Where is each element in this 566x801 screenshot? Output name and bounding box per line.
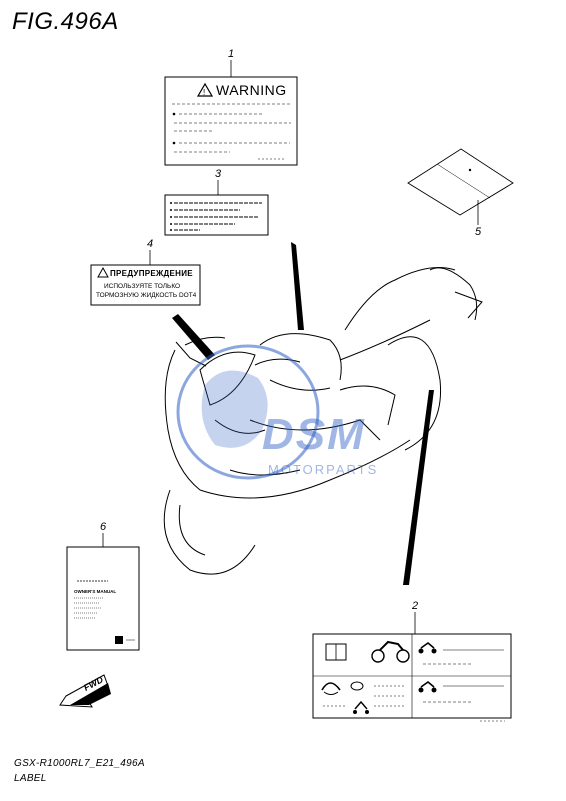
motorcycle-icon <box>418 641 437 654</box>
watermark-brand: DSM <box>262 410 366 459</box>
folded-sheet-label[interactable] <box>407 148 514 216</box>
figure-title: FIG.496A <box>12 8 119 35</box>
warning-triangle-icon: ! <box>196 82 214 97</box>
book-icon <box>115 636 123 644</box>
motorcycle-icon <box>371 640 410 663</box>
leader-wedge-4 <box>172 314 215 360</box>
owners-manual-caption: OWNER'S MANUAL <box>74 589 117 594</box>
svg-text:!: ! <box>203 88 205 97</box>
warning-label[interactable]: ! <box>164 76 298 166</box>
section-label: LABEL <box>14 773 47 784</box>
callout-1: 1 <box>228 48 235 60</box>
warning-heading: WARNING <box>216 82 287 98</box>
motorcycle-outline <box>163 267 483 575</box>
pictogram-label[interactable] <box>312 633 512 722</box>
callout-2: 2 <box>412 600 419 612</box>
motorcycle-icon <box>353 700 369 714</box>
label-3[interactable] <box>164 194 269 236</box>
russian-line-2: ТОРМОЗНУЮ ЖИДКОСТЬ DOT4 <box>96 292 197 299</box>
model-code: GSX-R1000RL7_E21_496A <box>14 758 145 769</box>
watermark-subtitle: MOTORPARTS <box>268 462 379 477</box>
russian-line-1: ИСПОЛЬЗУЯТЕ ТОЛЬКО <box>104 283 181 290</box>
callout-4: 4 <box>147 238 154 250</box>
gloves-icon <box>350 681 364 691</box>
fwd-arrow-icon <box>59 674 111 708</box>
helmet-icon <box>321 682 341 695</box>
callout-6: 6 <box>100 521 107 533</box>
callout-3: 3 <box>215 168 222 180</box>
owners-manual-booklet[interactable] <box>66 546 140 651</box>
callout-5: 5 <box>475 226 482 238</box>
russian-heading: ПРЕДУПРЕЖДЕНИЕ <box>110 269 193 278</box>
watermark-logo <box>176 344 320 480</box>
russian-brake-label[interactable] <box>90 264 201 306</box>
warning-triangle-icon <box>97 266 109 278</box>
book-icon <box>325 643 347 661</box>
leader-wedge-1 <box>291 242 304 330</box>
motorcycle-icon <box>418 680 437 693</box>
leader-wedge-2 <box>403 390 434 585</box>
